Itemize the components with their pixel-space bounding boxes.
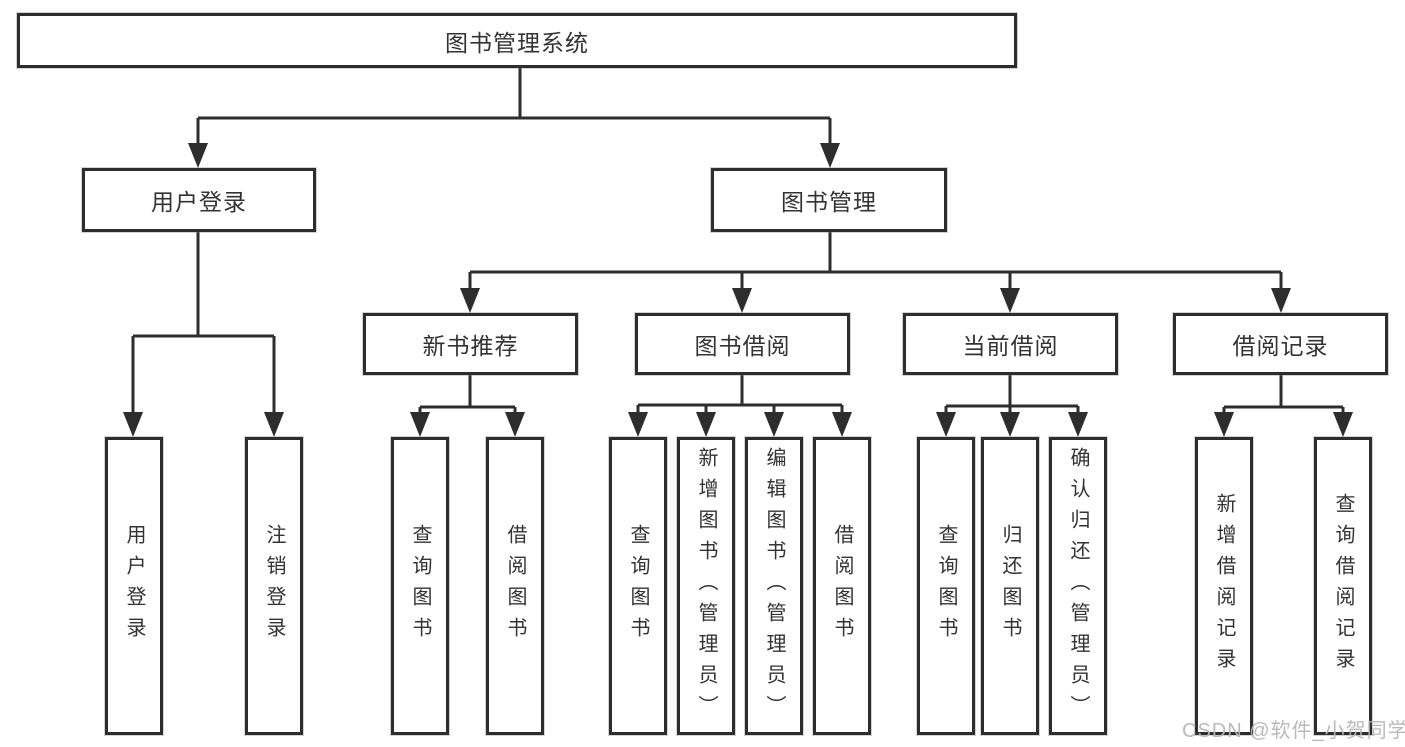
leaf-confirm-return-admin: 确认归还（管理员） <box>1049 437 1107 735</box>
arrow-down-icon <box>696 412 716 437</box>
leaf-query-books-borrowing: 查询图书 <box>609 437 667 735</box>
leaf-add-borrow-record: 新增借阅记录 <box>1195 437 1253 735</box>
arrow-down-icon <box>820 143 840 168</box>
arrow-down-icon <box>1000 412 1020 437</box>
arrow-down-icon <box>832 412 852 437</box>
arrow-down-icon <box>123 412 143 437</box>
leaf-user-login: 用户登录 <box>105 437 163 735</box>
watermark-text: CSDN @软件_小贺同学 <box>1182 720 1405 742</box>
node-current-borrowing: 当前借阅 <box>903 313 1118 375</box>
arrow-down-icon <box>410 412 430 437</box>
arrow-down-icon <box>764 412 784 437</box>
arrowheads <box>123 143 1353 437</box>
arrow-down-icon <box>1000 288 1020 313</box>
node-new-book-recommend: 新书推荐 <box>363 313 578 375</box>
node-book-borrowing: 图书借阅 <box>635 313 850 375</box>
leaf-query-books-current: 查询图书 <box>917 437 975 735</box>
node-root-library-system: 图书管理系统 <box>17 13 1017 68</box>
node-book-management: 图书管理 <box>711 168 947 232</box>
arrow-down-icon <box>732 288 752 313</box>
arrow-down-icon <box>936 412 956 437</box>
leaf-edit-book-admin: 编辑图书（管理员） <box>745 437 803 735</box>
arrow-down-icon <box>460 288 480 313</box>
leaf-logout: 注销登录 <box>245 437 303 735</box>
node-borrowing-records: 借阅记录 <box>1173 313 1388 375</box>
arrow-down-icon <box>264 412 284 437</box>
arrow-down-icon <box>1214 412 1234 437</box>
leaf-query-books-recommend: 查询图书 <box>391 437 449 735</box>
node-user-login: 用户登录 <box>82 168 316 232</box>
leaf-return-book: 归还图书 <box>981 437 1039 735</box>
arrow-down-icon <box>1068 412 1088 437</box>
arrow-down-icon <box>628 412 648 437</box>
arrow-down-icon <box>1333 412 1353 437</box>
leaf-borrow-books-recommend: 借阅图书 <box>486 437 544 735</box>
arrow-down-icon <box>188 143 208 168</box>
arrow-down-icon <box>1271 288 1291 313</box>
leaf-query-borrow-record: 查询借阅记录 <box>1314 437 1372 735</box>
arrow-down-icon <box>505 412 525 437</box>
connector-path <box>131 68 1345 414</box>
leaf-add-book-admin: 新增图书（管理员） <box>677 437 735 735</box>
leaf-borrow-books-borrowing: 借阅图书 <box>813 437 871 735</box>
